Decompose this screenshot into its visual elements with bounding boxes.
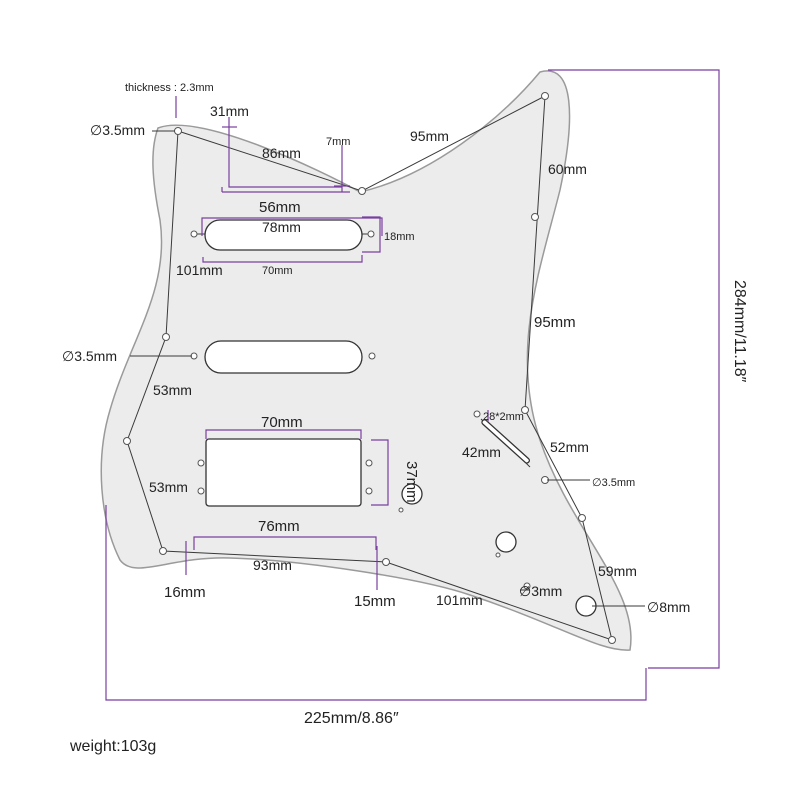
dim-label-53-lower: 53mm [149,479,188,495]
dim-label-31: 31mm [210,103,249,119]
dim-label-42: 42mm [462,444,501,460]
humbucker-cutout [205,438,362,507]
overall-height-label: 284mm/11.18″ [731,280,748,383]
hole-label-top: ∅3.5mm [90,122,145,138]
dim-label-56: 56mm [259,199,301,216]
mounting-hole [174,127,182,135]
hole-label-right: ∅3.5mm [592,477,635,489]
dim-label-52: 52mm [550,439,589,455]
mounting-hole [123,437,131,445]
overall-width-line [105,505,647,701]
dim-bracket-70 [205,429,362,439]
small-hole [495,552,501,558]
mounting-hole [608,636,616,644]
overall-height-line [548,69,720,669]
dim-label-101-top: 101mm [176,262,223,278]
mounting-hole [521,406,529,414]
mounting-hole [531,213,539,221]
volume-pot-hole [401,483,423,505]
dim-label-101-bottom: 101mm [436,592,483,608]
dim-label-37: 37mm [403,461,420,503]
humbucker-screw-hole [197,487,205,495]
pickup-screw-hole [367,230,375,238]
dim-label-59: 59mm [598,563,637,579]
pickup-screw-hole [190,230,198,238]
hole-label-8mm: ∅8mm [647,599,690,615]
hole-label-3mm: ∅3mm [519,583,562,599]
dim-label-86: 86mm [262,145,301,161]
dim-label-15: 15mm [354,593,396,610]
humbucker-screw-hole [365,459,373,467]
thickness-label: thickness : 2.3mm [125,82,214,94]
switch-screw-hole [473,410,481,418]
dim-label-18: 18mm [384,231,415,243]
dim-label-7: 7mm [326,136,350,148]
dim-bracket-18 [362,216,381,253]
weight-label: weight:103g [69,738,156,755]
dim-label-93: 93mm [253,557,292,573]
dim-bracket-70-small [202,255,363,263]
dim-label-76: 76mm [258,518,300,535]
mounting-hole [578,514,586,522]
dim-label-28x2: 28*2mm [483,411,524,423]
pickguard-plate [100,70,632,651]
dim-label-53-upper: 53mm [153,382,192,398]
small-hole [523,582,531,590]
humbucker-screw-hole [365,487,373,495]
dim-label-70: 70mm [261,414,303,431]
dim-label-78: 78mm [262,219,301,235]
dim-label-60: 60mm [548,161,587,177]
small-hole [398,507,404,513]
pickup-screw-hole [368,352,376,360]
dim-bracket-37 [371,439,389,506]
mounting-hole [162,333,170,341]
overall-width-label: 225mm/8.86″ [304,710,399,727]
mounting-hole [159,547,167,555]
dim-label-95-right: 95mm [534,314,576,331]
hole-label-mid: ∅3.5mm [62,348,117,364]
humbucker-screw-hole [197,459,205,467]
dim-label-16: 16mm [164,584,206,601]
neck-pickup-cutout [204,219,363,251]
mounting-hole [358,187,366,195]
tone-pot-hole [495,531,517,553]
mounting-hole [541,92,549,100]
mounting-holes [123,92,616,644]
cavity-bracket [228,117,342,188]
middle-pickup-cutout [204,340,363,374]
dim-bracket-56 [201,217,383,236]
dim-label-70-small: 70mm [262,265,293,277]
dim-label-95-top: 95mm [410,128,449,144]
switch-slot [481,419,530,464]
dim-bracket-76 [193,536,377,550]
mounting-hole [382,558,390,566]
